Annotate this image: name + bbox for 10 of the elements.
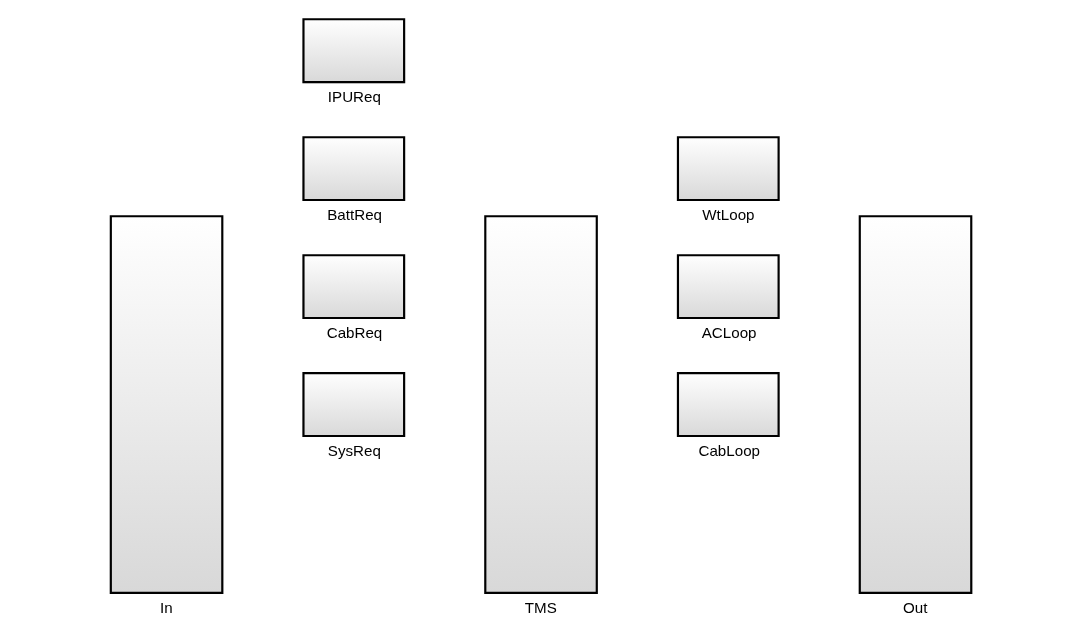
node-label: CabLoop [698, 441, 760, 459]
node-label: SysReq [327, 441, 381, 459]
node-label: In [160, 598, 173, 616]
node-label: WtLoop [702, 205, 755, 223]
node-label: BattReq [327, 205, 382, 223]
node-label: CabReq [326, 323, 383, 341]
node-label: TMS [524, 598, 557, 616]
node-label: ACLoop [701, 323, 757, 341]
node-label: Out [903, 598, 928, 616]
node-label: IPUReq [327, 87, 381, 105]
